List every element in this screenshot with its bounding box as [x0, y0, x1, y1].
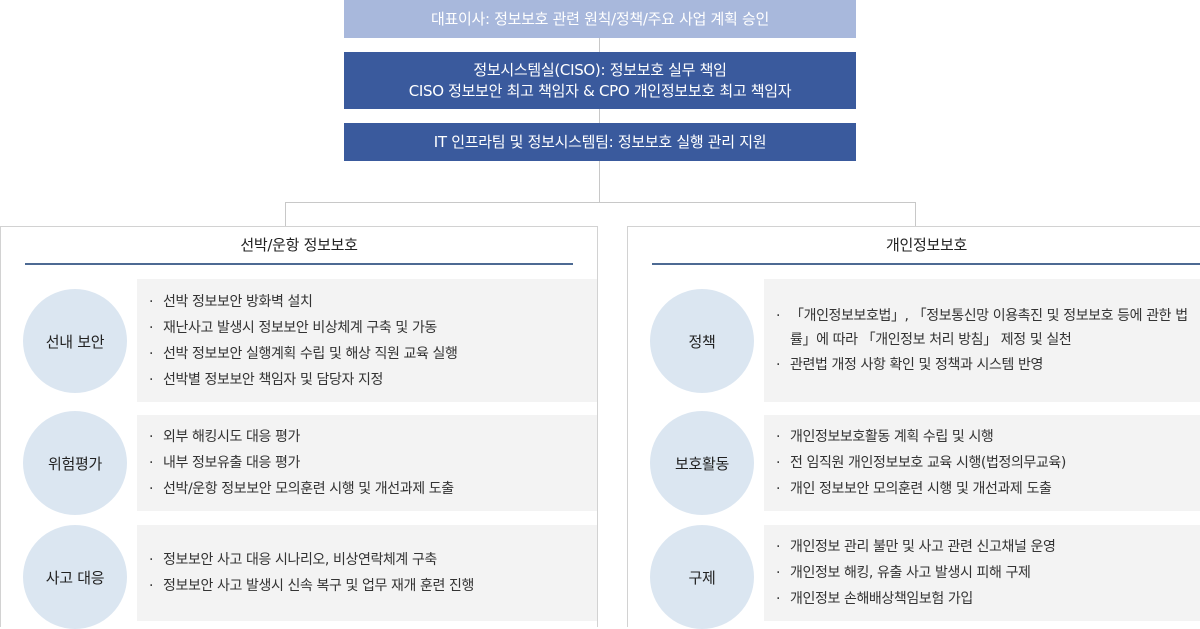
category-circle: 선내 보안 — [23, 289, 127, 393]
list-item: ·선박 정보보안 실행계획 수립 및 해상 직원 교육 실행 — [149, 345, 458, 362]
panel-title: 선박/운항 정보보호 — [25, 227, 573, 265]
panel-privacy-protection: 개인정보보호 정책 ·「개인정보보호법」, 「정보통신망 이용촉진 및 정보보호… — [627, 226, 1200, 629]
category-circle: 위험평가 — [23, 411, 127, 515]
list-item: ·외부 해킹시도 대응 평가 — [149, 429, 300, 445]
list-item: ·정보보안 사고 발생시 신속 복구 및 업무 재개 훈련 진행 — [149, 578, 475, 594]
list-item: ·선박 정보보안 방화벽 설치 — [149, 293, 313, 310]
list-item: ·개인정보 관리 불만 및 사고 관련 신고채널 운영 — [776, 539, 1056, 555]
it-team-box-text: IT 인프라팀 및 정보시스템팀: 정보보호 실행 관리 지원 — [433, 132, 767, 151]
ceo-box-text: 대표이사: 정보보호 관련 원칙/정책/주요 사업 계획 승인 — [430, 9, 770, 28]
it-team-box: IT 인프라팀 및 정보시스템팀: 정보보호 실행 관리 지원 — [344, 123, 856, 161]
list-item: ·개인정보 해킹, 유출 사고 발생시 피해 구제 — [776, 565, 1031, 581]
connector-horizontal — [285, 202, 916, 203]
list-item: ·관련법 개정 사항 확인 및 정책과 시스템 반영 — [776, 356, 1043, 373]
connector-right-drop — [915, 202, 916, 226]
item-list: ·외부 해킹시도 대응 평가 ·내부 정보유출 대응 평가 ·선박/운항 정보보… — [137, 415, 597, 511]
row-incident-response: 사고 대응 ·정보보안 사고 대응 시나리오, 비상연락체계 구축 ·정보보안 … — [23, 525, 597, 629]
ciso-box-line-2: CISO 정보보안 최고 책임자 & CPO 개인정보보호 최고 책임자 — [408, 81, 792, 100]
list-item: ·선박/운항 정보보안 모의훈련 시행 및 개선과제 도출 — [149, 481, 454, 497]
row-protection-activity: 보호활동 ·개인정보보호활동 계획 수립 및 시행 ·전 임직원 개인정보보호 … — [650, 411, 1200, 515]
list-item: ·재난사고 발생시 정보보안 비상체계 구축 및 가동 — [149, 319, 437, 336]
ciso-box: 정보시스템실(CISO): 정보보호 실무 책임 CISO 정보보안 최고 책임… — [344, 52, 856, 109]
ceo-box: 대표이사: 정보보호 관련 원칙/정책/주요 사업 계획 승인 — [344, 0, 856, 38]
row-risk-assessment: 위험평가 ·외부 해킹시도 대응 평가 ·내부 정보유출 대응 평가 ·선박/운… — [23, 411, 597, 515]
category-circle: 사고 대응 — [23, 525, 127, 629]
row-policy: 정책 ·「개인정보보호법」, 「정보통신망 이용촉진 및 정보보호 등에 관한 … — [650, 279, 1200, 402]
category-circle: 보호활동 — [650, 411, 754, 515]
list-item: ·개인정보보호활동 계획 수립 및 시행 — [776, 429, 994, 445]
row-remedy: 구제 ·개인정보 관리 불만 및 사고 관련 신고채널 운영 ·개인정보 해킹,… — [650, 525, 1200, 629]
panel-ship-security: 선박/운항 정보보호 선내 보안 ·선박 정보보안 방화벽 설치 ·재난사고 발… — [0, 226, 598, 629]
item-list: ·정보보안 사고 대응 시나리오, 비상연락체계 구축 ·정보보안 사고 발생시… — [137, 525, 597, 621]
item-list: ·개인정보보호활동 계획 수립 및 시행 ·전 임직원 개인정보보호 교육 시행… — [764, 415, 1200, 511]
connector-left-drop — [285, 202, 286, 226]
item-list: ·개인정보 관리 불만 및 사고 관련 신고채널 운영 ·개인정보 해킹, 유출… — [764, 525, 1200, 621]
list-item: ·전 임직원 개인정보보호 교육 시행(법정의무교육) — [776, 455, 1066, 471]
list-item: ·정보보안 사고 대응 시나리오, 비상연락체계 구축 — [149, 552, 437, 568]
list-item: ·개인정보 손해배상책임보험 가입 — [776, 591, 973, 607]
list-item: ·선박별 정보보안 책임자 및 담당자 지정 — [149, 371, 383, 388]
item-list: ·「개인정보보호법」, 「정보통신망 이용촉진 및 정보보호 등에 관한 법률」… — [764, 279, 1200, 402]
category-circle: 구제 — [650, 525, 754, 629]
list-item: ·개인 정보보안 모의훈련 시행 및 개선과제 도출 — [776, 481, 1052, 497]
category-circle: 정책 — [650, 289, 754, 393]
item-list: ·선박 정보보안 방화벽 설치 ·재난사고 발생시 정보보안 비상체계 구축 및… — [137, 279, 597, 402]
connector-vertical-top — [599, 38, 600, 202]
ciso-box-line-1: 정보시스템실(CISO): 정보보호 실무 책임 — [473, 60, 727, 79]
row-onboard-security: 선내 보안 ·선박 정보보안 방화벽 설치 ·재난사고 발생시 정보보안 비상체… — [23, 279, 597, 402]
panel-title: 개인정보보호 — [652, 227, 1200, 265]
list-item: ·「개인정보보호법」, 「정보통신망 이용촉진 및 정보보호 등에 관한 법률」… — [776, 307, 1188, 348]
list-item: ·내부 정보유출 대응 평가 — [149, 455, 300, 471]
